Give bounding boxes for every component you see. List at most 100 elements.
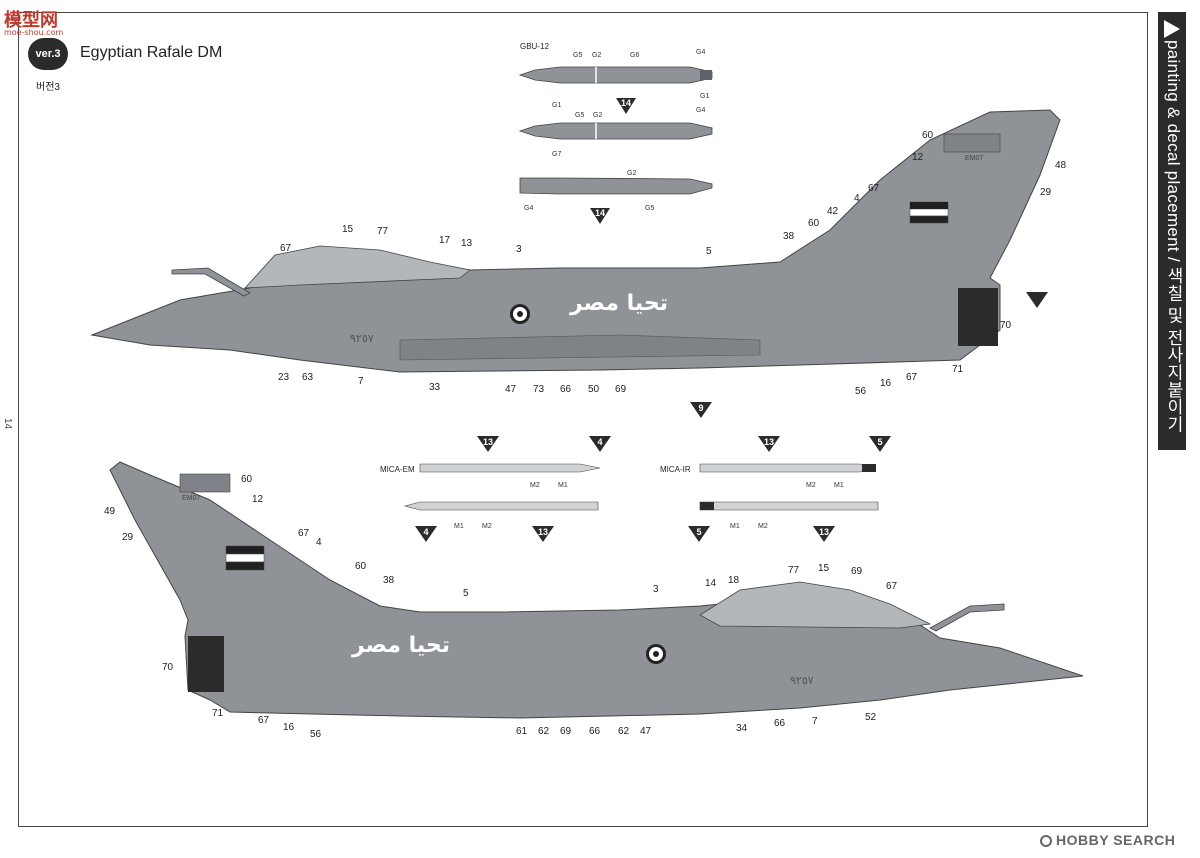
callout: 48 <box>1055 160 1067 171</box>
aircraft-serial: ٩٢٥٧ <box>790 674 814 687</box>
callout: 60 <box>922 130 934 141</box>
callout: 23 <box>278 372 290 383</box>
callout: 56 <box>855 386 867 397</box>
callout: 60 <box>355 561 367 572</box>
gbu-tag: G2 <box>593 112 602 119</box>
callout: 70 <box>1000 320 1012 331</box>
callout: 16 <box>283 722 295 733</box>
arabic-slogan: تحيا مصر <box>351 633 450 658</box>
mica-marker: M2 <box>530 482 540 489</box>
decal-5-marker <box>869 436 891 452</box>
callout: 34 <box>736 723 748 734</box>
mica-ir-label: MICA-IR <box>660 465 691 474</box>
mica-marker: M1 <box>834 482 844 489</box>
version-badge: ver.3 <box>28 38 68 70</box>
mica-missiles: MICA-EM MICA-IR M2 M1 M1 M2 M2 M1 M1 M2 … <box>380 436 891 542</box>
page-frame <box>18 12 1148 827</box>
aircraft-right-profile: EM07 تحيا مصر ٩٢٥٧ <box>109 461 1084 719</box>
callout: 16 <box>880 378 892 389</box>
site-logo-url: moe-shou.com <box>4 28 64 37</box>
decal-14-number: 14 <box>595 208 605 218</box>
decal-number: 13 <box>819 527 829 537</box>
callout: 66 <box>589 726 601 737</box>
gbu-tag: G2 <box>592 52 601 59</box>
roundel-left <box>510 304 530 324</box>
decal-number: 4 <box>423 527 428 537</box>
callout: 52 <box>865 712 877 723</box>
hobby-search-icon <box>1040 835 1052 847</box>
egypt-flag-right <box>225 545 265 571</box>
callout: 3 <box>653 584 659 595</box>
callout: 47 <box>505 384 517 395</box>
callout: 71 <box>212 708 224 719</box>
version-subtitle: 버전3 <box>36 82 60 93</box>
decal-4-marker <box>415 526 437 542</box>
aircraft-serial: ٩٢٥٧ <box>350 332 374 345</box>
callout: 7 <box>358 376 364 387</box>
callout: 38 <box>783 231 795 242</box>
callout: 42 <box>827 206 839 217</box>
roundel-right <box>646 644 666 664</box>
mica-marker: M1 <box>730 523 740 530</box>
gbu-tag: G5 <box>575 112 584 119</box>
callout: 33 <box>429 382 441 393</box>
section-tab <box>1158 12 1186 450</box>
fin-code: EM07 <box>182 495 200 502</box>
decal-number: 5 <box>877 437 882 447</box>
gbu-tag: G4 <box>524 205 533 212</box>
decal-13-marker <box>477 436 499 452</box>
gbu-tag: G1 <box>552 102 561 109</box>
callout: 60 <box>808 218 820 229</box>
hobby-search-watermark: HOBBY SEARCH <box>1040 832 1175 848</box>
callout: 13 <box>461 238 473 249</box>
mica-marker: M1 <box>558 482 568 489</box>
callout: 62 <box>538 726 550 737</box>
callout: 4 <box>854 193 860 204</box>
gbu-tag: G5 <box>573 52 582 59</box>
callout: 56 <box>310 729 322 740</box>
callout: 18 <box>728 575 740 586</box>
lower-callouts: 60 12 49 29 67 4 60 38 5 3 14 18 77 15 6… <box>104 474 898 740</box>
gbu-tag: G4 <box>696 49 705 56</box>
mica-marker: M2 <box>482 523 492 530</box>
tab-arrow-icon <box>1164 20 1180 38</box>
decal-13-marker <box>758 436 780 452</box>
callout: 29 <box>122 532 134 543</box>
decal-number: 13 <box>764 437 774 447</box>
callout: 60 <box>241 474 253 485</box>
callout: 67 <box>280 243 292 254</box>
decal-5-marker <box>1026 292 1048 308</box>
callout: 29 <box>1040 187 1052 198</box>
site-logo: 模型网 <box>4 10 58 30</box>
callout: 15 <box>818 563 830 574</box>
mica-em-label: MICA-EM <box>380 465 415 474</box>
decal-14-marker <box>616 98 636 114</box>
callout: 61 <box>516 726 528 737</box>
decal-13-marker <box>813 526 835 542</box>
callout: 77 <box>377 226 389 237</box>
callout: 69 <box>851 566 863 577</box>
decal-9-marker <box>690 402 712 418</box>
decal-number: 5 <box>696 527 701 537</box>
callout: 17 <box>439 235 451 246</box>
callout: 38 <box>383 575 395 586</box>
callout: 66 <box>560 384 572 395</box>
callout: 67 <box>906 372 918 383</box>
callout: 66 <box>774 718 786 729</box>
section-tab-label: painting & decal placement / 색칠 및 전사지붙이기 <box>1164 40 1183 433</box>
callout: 67 <box>868 183 880 194</box>
callout: 9 <box>698 403 703 413</box>
callout: 7 <box>812 716 818 727</box>
arabic-slogan: تحيا مصر <box>569 291 668 316</box>
mica-marker: M2 <box>806 482 816 489</box>
callout: 5 <box>706 246 712 257</box>
upper-callouts: 15 77 67 17 13 3 5 38 60 42 4 67 60 12 4… <box>278 130 1067 418</box>
egypt-flag-left <box>909 201 949 224</box>
gbu-tag: G1 <box>700 93 709 100</box>
callout: 50 <box>588 384 600 395</box>
decal-4-marker <box>589 436 611 452</box>
gbu-tag: G5 <box>645 205 654 212</box>
hobby-search-text: HOBBY SEARCH <box>1056 832 1176 848</box>
callout: 71 <box>952 364 964 375</box>
